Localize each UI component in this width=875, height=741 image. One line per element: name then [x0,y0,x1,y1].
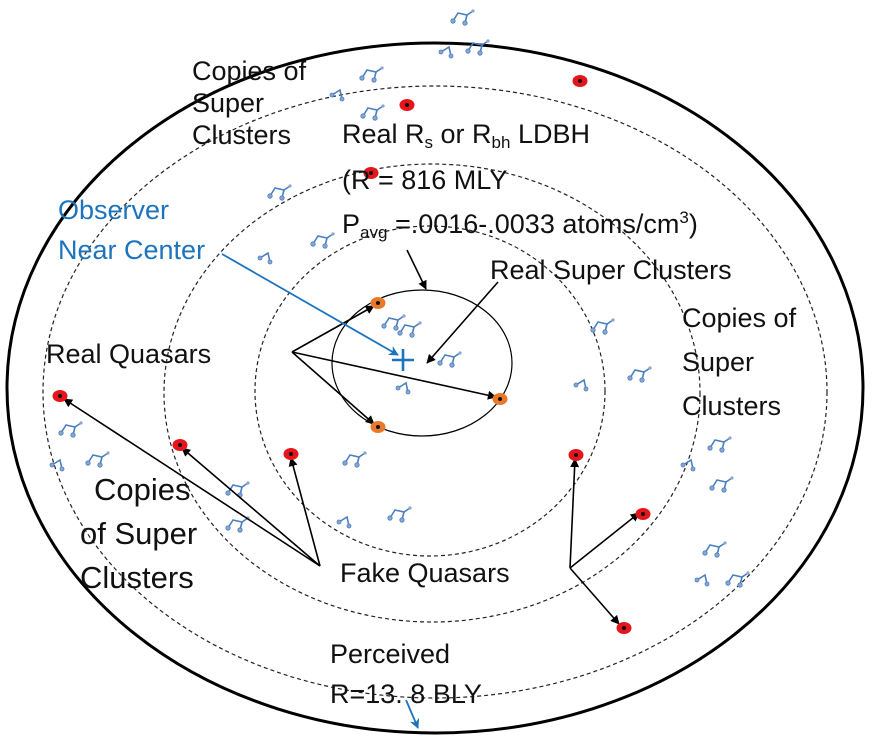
quasar-dot-icon [370,421,386,433]
super-cluster-glyph-icon [49,459,65,472]
super-cluster-glyph-icon [336,516,352,529]
label-line: Perceived [330,639,451,669]
quasar-dot-icon [172,439,188,451]
quasar-dot-icon [635,508,651,520]
super-cluster-glyph-icon [694,574,710,587]
label-line: Super [682,347,755,377]
subscript-s: s [424,133,434,152]
fake-quasar-arrows-left [63,398,321,567]
perceived-radius-arrow [405,699,420,729]
super-cluster-glyph-icon [225,515,251,534]
label-text: Real R [342,119,425,149]
radius-line: (R = 816 MLY [342,165,508,195]
label-text: or R [433,119,492,149]
super-cluster-glyph-icon [396,320,423,339]
real-quasars-label: Real Quasars [46,339,212,369]
quasar-dot-icon [283,448,299,460]
super-cluster-glyph-icon [257,252,273,265]
copies-ring-2 [163,163,701,623]
super-cluster-glyph-icon [706,435,733,454]
fake-quasar-arrows-right [569,458,640,625]
super-cluster-glyph-icon [449,8,476,27]
real-ldbh-circle [331,289,513,437]
super-cluster-glyph-icon [464,38,491,57]
real-rs-line: Real Rs or Rbh LDBH [342,118,698,152]
super-cluster-glyph-icon [589,317,616,336]
label-line: Copies of [682,303,797,333]
plus-icon [392,349,414,371]
super-cluster-glyph-icon [680,459,696,472]
super-cluster-glyph-icon [626,365,653,384]
label-line: of Super [80,516,198,551]
label-text: =.0016-.0033 atoms/cm [387,209,680,239]
super-cluster-glyph-icon [438,46,454,59]
subscript-avg: avg [360,223,388,242]
quasar-dot-icon [568,449,584,461]
super-cluster-glyph-icon [708,475,735,494]
perceived-radius-label: Perceived R=13. 8 BLY [330,634,482,714]
label-text: ) [688,209,698,239]
perceived-horizon-ring [42,85,828,699]
quasar-dot-icon [363,167,379,179]
real-quasar-arrows [291,305,497,425]
quasar-dot-icon [370,297,386,309]
super-cluster-glyph-icon [386,505,413,524]
observer-arrow [221,253,399,356]
label-text: P [342,209,361,239]
superscript-3: 3 [679,208,689,227]
label-line: Clusters [192,120,292,150]
super-cluster-glyph-icon [266,183,293,201]
fake-quasars-label: Fake Quasars [340,558,510,588]
super-cluster-glyph-icon [57,420,84,439]
copies-of-super-clusters-bottom-left: Copies of Super Clusters [80,468,197,600]
label-line: Clusters [80,560,194,595]
real-ldbh-label: Real Rs or Rbh LDBH (R = 816 MLY Pavg =.… [342,118,698,242]
super-cluster-glyph-icon [358,65,385,83]
outer-universe-boundary [5,41,865,735]
copies-of-super-clusters-top-left: Copies of Super Clusters [192,55,306,151]
label-line: Copies of [192,56,307,86]
label-arrows [406,249,499,364]
super-cluster-glyph-icon [85,450,111,469]
copies-of-super-clusters-right: Copies of Super Clusters [682,296,796,428]
fake-quasars [52,75,651,634]
super-cluster-glyph-icon [436,350,463,369]
label-line: Near Center [58,235,206,265]
label-line: Copies [94,472,191,507]
label-text: LDBH [510,119,590,149]
super-cluster-glyph-icon [380,313,407,332]
density-line: Pavg =.0016-.0033 atoms/cm3) [342,208,698,242]
super-cluster-glyph-icon [724,570,751,589]
quasar-dot-icon [52,390,68,402]
super-cluster-glyph-icon [395,382,411,395]
quasar-dot-icon [572,75,588,87]
quasar-dot-icon [399,99,415,111]
subscript-bh: bh [491,133,511,152]
label-line: Super [192,88,265,118]
copies-ring-1 [254,225,606,557]
real-quasars [370,297,508,433]
real-super-clusters-label: Real Super Clusters [490,255,732,285]
label-line: Clusters [682,391,782,421]
super-cluster-glyph-icon [573,379,589,392]
super-cluster-glyph-icon [329,89,345,102]
super-cluster-glyph-icon [701,540,728,559]
quasar-dot-icon [492,393,508,405]
super-cluster-glyph-icon [341,450,368,469]
super-cluster-glyph-icon [309,231,336,249]
label-line: R=13. 8 BLY [330,679,482,709]
observer-label: Observer Near Center [58,190,205,270]
label-line: Observer [58,195,170,225]
quasar-dot-icon [616,622,632,634]
